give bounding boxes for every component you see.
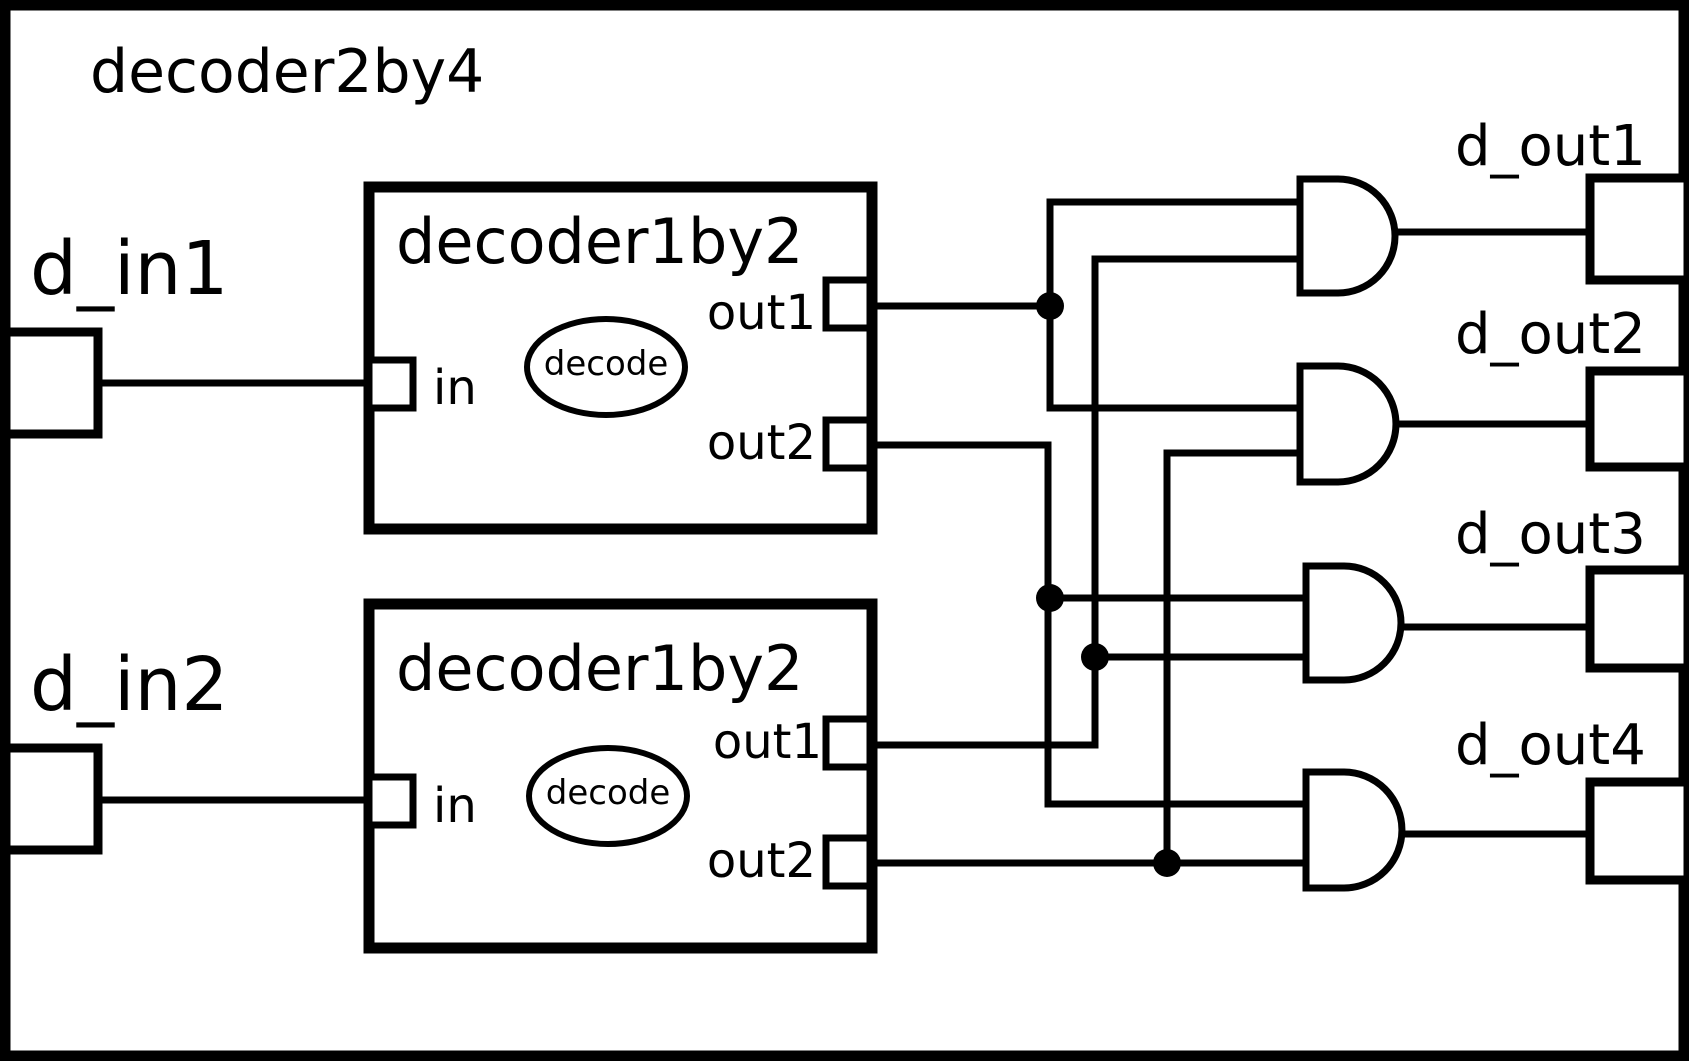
and-gates [1296, 175, 1406, 892]
in-pin [365, 356, 417, 412]
port-box [1585, 565, 1689, 673]
port-box [1585, 173, 1689, 285]
decoder-instance-2: decoder1by2 decode in out1 out2 [363, 598, 878, 954]
in-pin-label: in [433, 778, 477, 834]
junction-dot [1036, 292, 1064, 320]
wire-dec2-out2-to-gate2 [1163, 449, 1300, 863]
and-gate-2-icon [1296, 362, 1400, 486]
port-label: d_in1 [30, 226, 229, 312]
block-title: decoder1by2 [396, 205, 803, 278]
process-label: decode [546, 773, 671, 813]
and-gate-4-icon [1302, 768, 1406, 892]
output-port-d-out1: d_out1 [1455, 114, 1689, 285]
process-bubble [524, 316, 688, 418]
output-port-d-out3: d_out3 [1455, 502, 1689, 673]
in-pin [365, 773, 417, 829]
port-label: d_out2 [1455, 302, 1646, 367]
input-port-d-in2: d_in2 [1, 642, 229, 855]
out2-pin-label: out2 [707, 415, 816, 471]
junction-dot [1153, 849, 1181, 877]
port-label: d_out4 [1455, 713, 1646, 778]
and-gate-1-icon [1296, 175, 1399, 297]
wire-dec1-out1-to-gate1 [1046, 198, 1300, 306]
port-label: d_out3 [1455, 502, 1646, 567]
out1-pin [822, 715, 874, 771]
port-label: d_out1 [1455, 114, 1646, 179]
in-pin-label: in [433, 360, 477, 416]
output-port-d-out2: d_out2 [1455, 302, 1689, 472]
port-box [1, 327, 103, 439]
out1-pin-label: out1 [707, 285, 816, 341]
out2-pin-label: out2 [707, 833, 816, 889]
wires [98, 198, 1590, 867]
decoder-instance-1: decoder1by2 decode in out1 out2 [363, 181, 878, 535]
process-bubble [526, 745, 690, 847]
input-port-d-in1: d_in1 [1, 226, 229, 439]
junction-dot [1081, 643, 1109, 671]
out2-pin [822, 834, 874, 890]
out2-pin [822, 416, 874, 472]
process-label: decode [544, 344, 669, 384]
wire-dec2-out1 [868, 255, 1300, 749]
block-title: decoder1by2 [396, 632, 803, 705]
and-gate-3-icon [1302, 562, 1405, 684]
module-title: decoder2by4 [90, 37, 484, 107]
port-box [1585, 366, 1689, 472]
output-port-d-out4: d_out4 [1455, 713, 1689, 885]
port-box [1585, 777, 1689, 885]
port-box [1, 743, 103, 855]
out1-pin-label: out1 [713, 714, 822, 770]
junctions [1036, 292, 1181, 877]
port-label: d_in2 [30, 642, 229, 728]
junction-dot [1036, 584, 1064, 612]
wire-dec1-out1-to-gate2 [1046, 306, 1300, 412]
out1-pin [822, 276, 874, 332]
wire-dec1-out2 [868, 441, 1306, 808]
